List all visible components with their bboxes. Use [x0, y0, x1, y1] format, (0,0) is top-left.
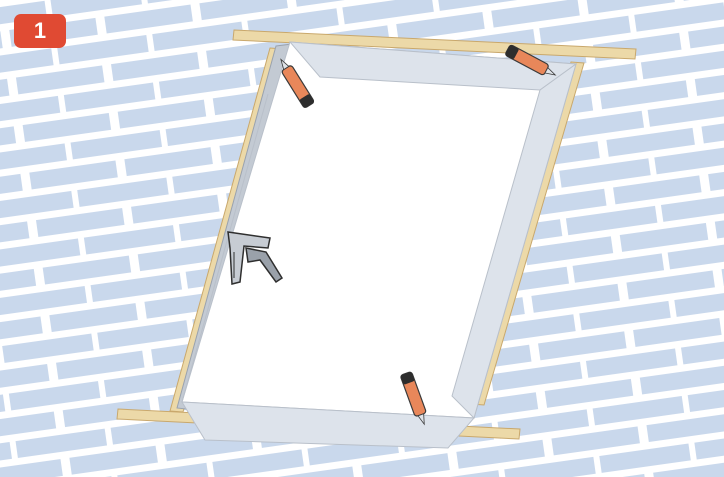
- step-number-badge: 1: [14, 14, 66, 48]
